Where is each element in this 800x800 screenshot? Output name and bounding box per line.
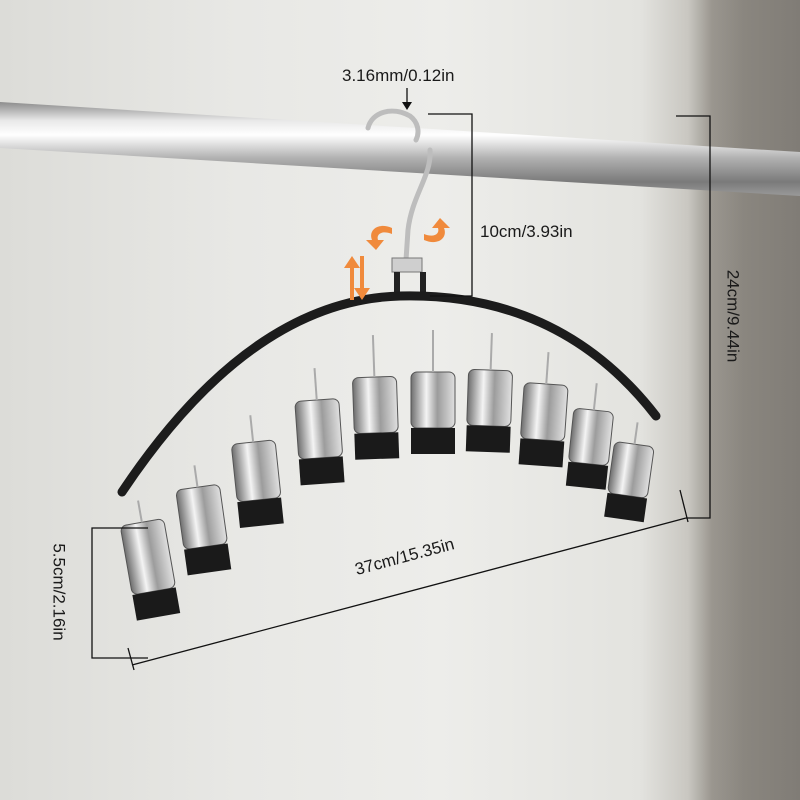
swivel-connector [391, 257, 426, 296]
hanging-rail [0, 102, 800, 196]
clip [410, 330, 456, 454]
clip [231, 415, 284, 528]
hook-height-dimension: 10cm/3.93in [480, 222, 573, 241]
clip [565, 383, 614, 490]
clip-height-dimension: 5.5cm/2.16in [49, 543, 69, 641]
hook-wire-dimension: 3.16mm/0.12in [342, 66, 455, 85]
clip [352, 335, 400, 460]
dimension-lines [91, 88, 711, 671]
clip [465, 332, 513, 453]
total-height-dimension: 24cm/9.44in [723, 269, 743, 363]
clip [518, 352, 569, 468]
height-adjust-arrows-icon [344, 256, 370, 300]
clip [294, 368, 345, 486]
arc-frame [117, 291, 661, 497]
clip [120, 500, 181, 621]
clip [604, 422, 655, 523]
rotate-arrows-icon [366, 218, 450, 250]
clip [175, 465, 232, 576]
hook [365, 108, 433, 263]
clips [120, 330, 655, 621]
